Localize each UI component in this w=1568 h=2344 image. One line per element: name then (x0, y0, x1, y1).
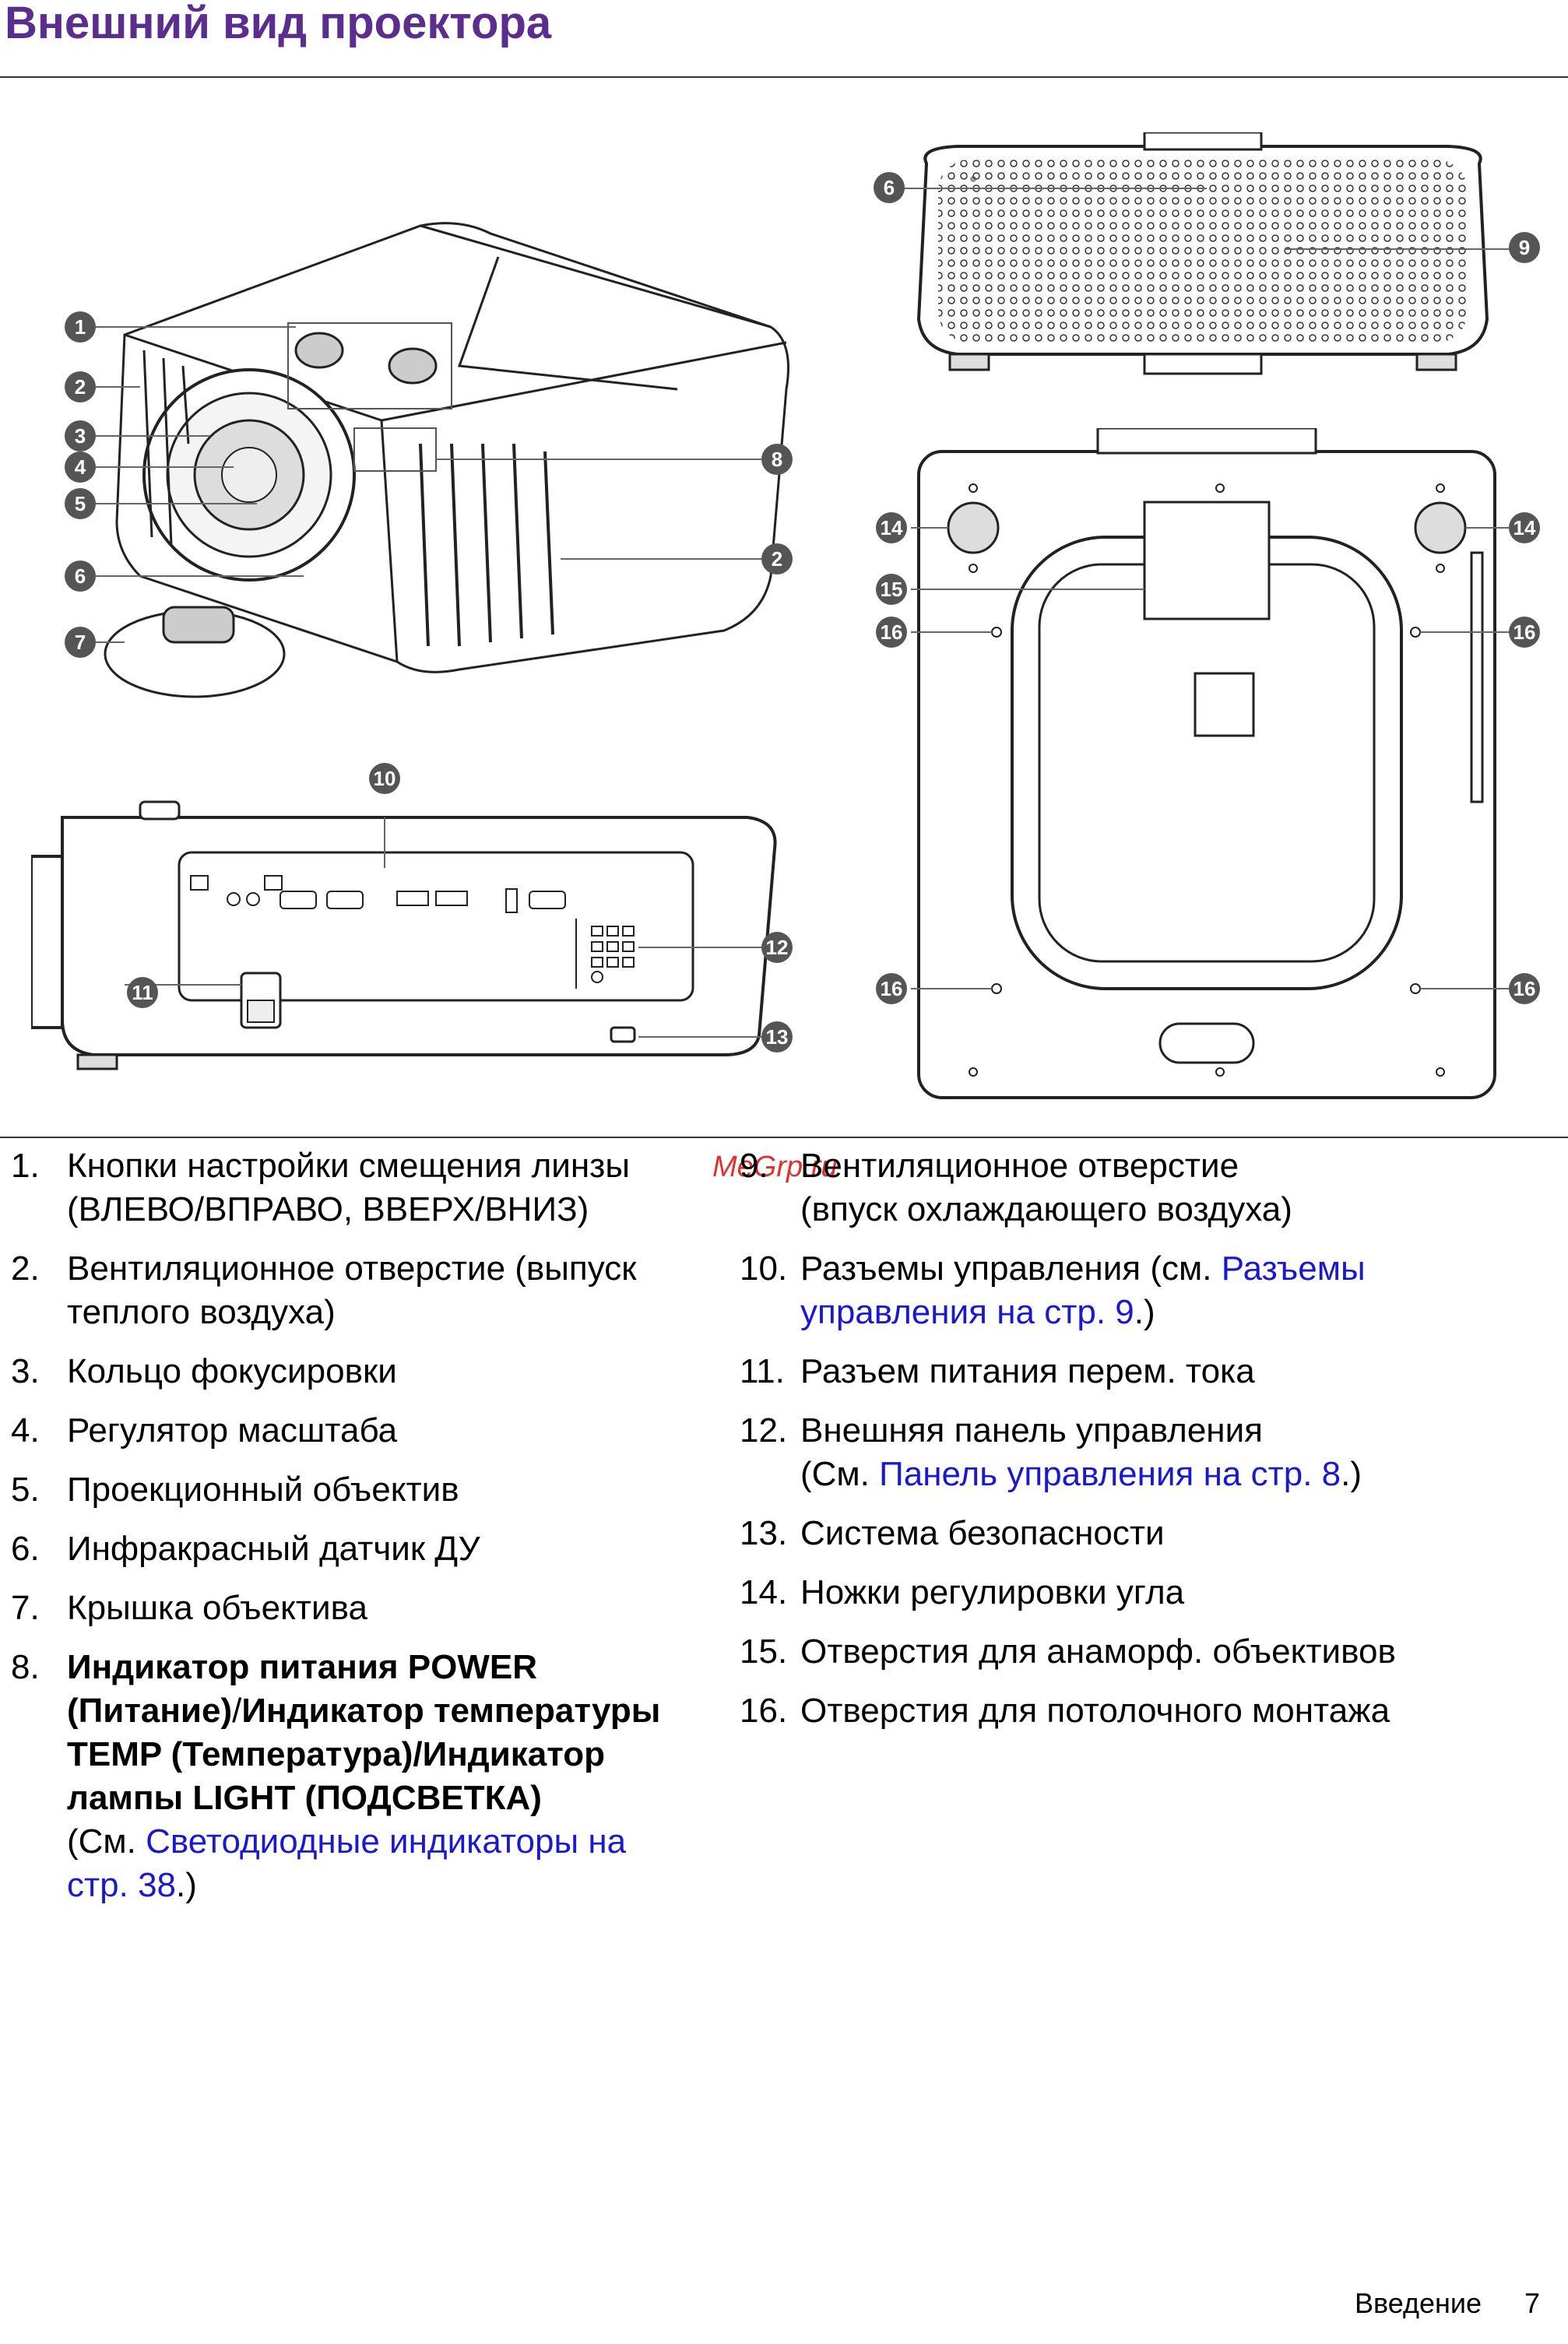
legend-list-right: 9. Вентиляционное отверстие(впуск охлажд… (740, 1144, 1549, 1748)
rear-view-illustration (31, 800, 777, 1070)
callout-2b: 2 (761, 543, 793, 575)
list-item: 5.Проекционный объектив (11, 1471, 459, 1509)
callout-9: 9 (1509, 232, 1540, 263)
connectors-link[interactable]: Разъемы (1221, 1249, 1366, 1288)
footer-section: Введение (1355, 2287, 1482, 2319)
callout-6-top: 6 (874, 172, 905, 203)
list-item: 15.Отверстия для анаморф. объективов (740, 1632, 1396, 1671)
bottom-view-illustration (911, 428, 1510, 1099)
header-rule (0, 76, 1568, 78)
legend-list-left: 1. Кнопки настройки смещения линзы(ВЛЕВО… (11, 1144, 735, 1923)
list-item: 7.Крышка объектива (11, 1589, 367, 1627)
callout-6: 6 (65, 561, 96, 592)
callout-13: 13 (761, 1021, 793, 1053)
list-item: 1. Кнопки настройки смещения линзы(ВЛЕВО… (11, 1147, 630, 1228)
callout-1: 1 (65, 311, 96, 343)
figure-rule (0, 1137, 1568, 1138)
connectors-page-link[interactable]: управления на стр. 9 (800, 1293, 1134, 1331)
list-item: 9. Вентиляционное отверстие(впуск охлажд… (740, 1147, 1292, 1228)
list-item: 11.Разъем питания перем. тока (740, 1352, 1255, 1390)
list-item: 12. Внешняя панель управления (См. Панел… (740, 1411, 1362, 1493)
callout-7: 7 (65, 627, 96, 658)
callout-3: 3 (65, 420, 96, 452)
list-item: 14.Ножки регулировки угла (740, 1573, 1185, 1611)
front-view-illustration (86, 222, 789, 698)
list-item: 13.Система безопасности (740, 1514, 1165, 1552)
list-item-8: 8. Индикатор питания POWER (Питание)/Инд… (11, 1648, 661, 1904)
list-item: 10. Разъемы управления (см. Разъемы упра… (740, 1249, 1366, 1331)
led-indicators-link[interactable]: Светодиодные индикаторы на (146, 1822, 627, 1861)
control-panel-link[interactable]: Панель управления на стр. 8 (879, 1455, 1341, 1493)
page-title: Внешний вид проектора (5, 0, 552, 48)
callout-16-b: 16 (1509, 617, 1540, 648)
list-item: 3.Кольцо фокусировки (11, 1352, 397, 1390)
callout-14-right: 14 (1509, 512, 1540, 543)
callout-11: 11 (127, 977, 158, 1008)
top-view-illustration (895, 132, 1510, 375)
list-item: 16.Отверстия для потолочного монтажа (740, 1692, 1390, 1730)
list-item: 6.Инфракрасный датчик ДУ (11, 1530, 480, 1568)
callout-16-c: 16 (876, 973, 907, 1004)
watermark: MeGrp.ru (712, 1151, 838, 1183)
callout-16-a: 16 (876, 617, 907, 648)
callout-10: 10 (369, 763, 400, 794)
callout-5: 5 (65, 488, 96, 519)
callout-15: 15 (876, 574, 907, 605)
callout-14-left: 14 (876, 512, 907, 543)
callout-8: 8 (761, 444, 793, 475)
page-38-link[interactable]: стр. 38 (67, 1866, 177, 1904)
callout-16-d: 16 (1509, 973, 1540, 1004)
list-item: 4.Регулятор масштаба (11, 1411, 398, 1450)
callout-2: 2 (65, 371, 96, 402)
callout-4: 4 (65, 452, 96, 483)
callout-12: 12 (761, 932, 793, 963)
footer-page-number: 7 (1524, 2287, 1541, 2319)
